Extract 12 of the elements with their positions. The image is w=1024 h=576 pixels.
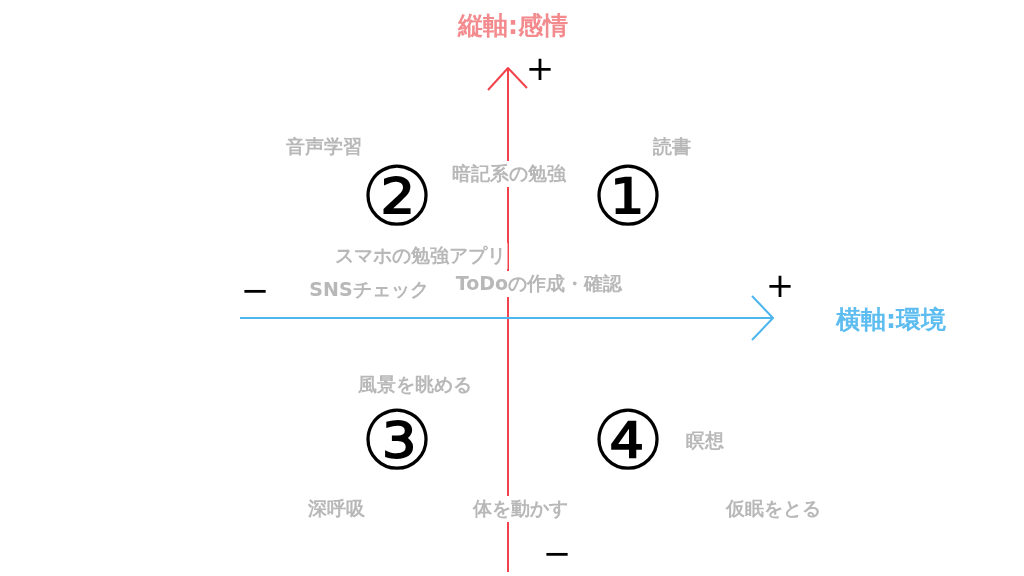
minus-sign: −: [240, 270, 270, 310]
item-label: 暗記系の勉強: [450, 161, 568, 187]
quadrant-number: ③: [360, 400, 434, 482]
item-label: ToDoの作成・確認: [453, 271, 625, 297]
plus-sign: +: [765, 265, 795, 305]
quadrant-number: ④: [591, 400, 665, 482]
minus-sign: −: [542, 533, 572, 573]
plus-sign: +: [525, 48, 555, 88]
axis-title: 縦軸:感情: [458, 9, 568, 42]
item-label: 体を動かす: [470, 496, 570, 522]
axis-title: 横軸:環境: [836, 303, 946, 336]
item-label: 瞑想: [684, 428, 726, 454]
